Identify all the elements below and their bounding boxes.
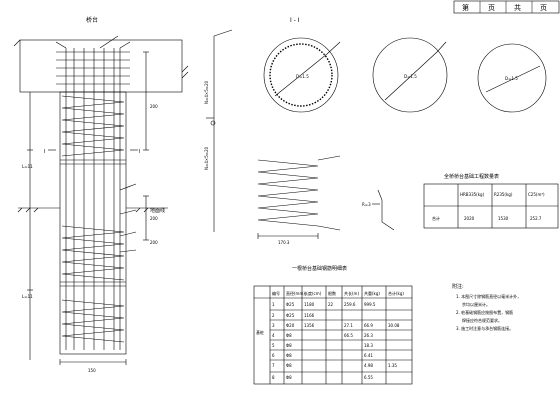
section-circle-2-label: D=1.5	[404, 74, 417, 79]
rebar-cell-r6-c0: 7	[272, 363, 275, 368]
material-header-3: C25(m³)	[528, 192, 545, 197]
section-title: I - I	[290, 17, 300, 24]
rebar-cell-r3-c5: 26.3	[364, 333, 373, 338]
spiral-detail	[257, 155, 341, 239]
material-table	[423, 183, 559, 229]
rebar-header-4: 共长(m)	[344, 290, 359, 296]
rebar-header-3: 根数	[328, 290, 336, 296]
material-header-2: R235(kg)	[494, 192, 513, 197]
rebar-cell-r6-c1: Φ8	[286, 363, 292, 368]
rebar-cell-r2-c0: 3	[272, 323, 275, 328]
rebar-header-5: 共重(kg)	[364, 290, 380, 296]
section-circle-3-label: D=1.5	[505, 76, 518, 81]
section-circles	[263, 37, 547, 113]
hook-detail	[372, 189, 395, 231]
rebar-header-0: 编号	[272, 290, 280, 296]
spiral-dim-label: 170.3	[278, 240, 290, 245]
rebar-cell-r2-c4: 27.1	[344, 323, 353, 328]
notes-line-3: 2. 桩基础钢筋应按图布置，钢筋	[456, 309, 513, 315]
bar-detail-label-2: N=4×5=20	[204, 146, 209, 170]
rebar-cell-r7-c1: Φ8	[286, 375, 292, 380]
rebar-table-title: 一根桥台基础钢筋明细表	[292, 265, 347, 272]
rebar-cell-r2-c1: Φ20	[286, 323, 295, 328]
rebar-cell-r1-c2: 1166	[304, 313, 315, 318]
rebar-cell-r7-c5: 6.55	[364, 375, 373, 380]
material-row-label: 合计	[432, 215, 440, 221]
notes-line-5: 3. 施工时注意与承台钢筋连接。	[456, 325, 513, 331]
rebar-cell-r2-c6: 30.08	[388, 323, 400, 328]
elevation-dim-top: 200	[150, 104, 158, 109]
rebar-cell-r0-c2: 1180	[304, 302, 315, 307]
rebar-group-label: 基桩	[256, 329, 264, 335]
notes-line-2: 余均以厘米计。	[462, 301, 490, 307]
rebar-cell-r1-c0: 2	[272, 313, 275, 318]
rebar-cell-r3-c0: 4	[272, 333, 275, 338]
bar-detail	[206, 29, 233, 232]
rebar-header-1: 直径(mm)	[286, 290, 305, 296]
rebar-table	[253, 285, 413, 385]
elevation-dim-mid-1: 200	[150, 216, 158, 221]
rebar-cell-r0-c0: 1	[272, 302, 275, 307]
title-block-cell-1: 第	[462, 3, 469, 12]
rebar-cell-r5-c5: 6.41	[364, 353, 373, 358]
elevation-dim-bottom: 150	[88, 368, 96, 373]
rebar-cell-r3-c1: Φ8	[286, 333, 292, 338]
rebar-cell-r0-c4: 259.6	[344, 302, 356, 307]
rebar-cell-r0-c5: 999.5	[364, 302, 376, 307]
elevation-title: 桥台	[86, 16, 98, 24]
rebar-cell-r5-c1: Φ8	[286, 353, 292, 358]
notes-line-4: 焊接应符合规范要求。	[462, 317, 502, 323]
rebar-cell-r5-c0: 6	[272, 353, 275, 358]
rebar-cell-r4-c5: 18.3	[364, 343, 373, 348]
cut-mark-left: I	[44, 149, 45, 155]
rebar-cell-r1-c1: Φ25	[286, 313, 295, 318]
rebar-header-2: 长度(cm)	[304, 290, 322, 296]
material-table-title: 全桥桥台基础工程数量表	[444, 173, 499, 180]
bar-detail-label-1: N=4×5=20	[204, 80, 209, 104]
rebar-cell-r6-c6: 1.35	[388, 363, 397, 368]
rebar-cell-r2-c2: 1356	[304, 323, 315, 328]
rebar-cell-r2-c5: 66.9	[364, 323, 373, 328]
notes-line-1: 1. 本图尺寸除钢筋直径以毫米计外，	[456, 293, 521, 299]
notes-title: 附注:	[452, 283, 464, 290]
rebar-cell-r4-c0: 5	[272, 343, 275, 348]
material-header-1: HRB335(kg)	[460, 192, 485, 197]
material-row-c25: 252.7	[530, 216, 542, 221]
elevation-dim-mid-2: 200	[150, 240, 158, 245]
rebar-cell-r0-c1: Φ25	[286, 302, 295, 307]
rebar-cell-r7-c0: 8	[272, 375, 275, 380]
elevation-dim-left-1: L=11	[22, 164, 33, 169]
ground-line-label: 地面线	[150, 207, 165, 214]
title-block-cell-4: 页	[540, 4, 547, 12]
material-row-r235: 1530	[498, 216, 509, 221]
cut-mark-right: I	[139, 149, 140, 155]
rebar-cell-r6-c5: 4.98	[364, 363, 373, 368]
rebar-cell-r0-c3: 22	[328, 302, 334, 307]
pile-elevation: 桥台	[13, 16, 189, 365]
title-block: 第 页 共 页	[453, 0, 560, 14]
rebar-cell-r3-c4: 66.5	[344, 333, 353, 338]
material-row-hrb: 2020	[464, 216, 475, 221]
title-block-cell-3: 共	[514, 3, 521, 12]
title-block-cell-2: 页	[488, 4, 495, 12]
section-circle-1-label: D=1.5	[296, 74, 309, 79]
elevation-dim-left-2: L=11	[22, 294, 33, 299]
rebar-cell-r4-c1: Φ8	[286, 343, 292, 348]
hook-detail-label: R=3	[362, 202, 371, 207]
rebar-header-6: 合计(kg)	[388, 290, 404, 296]
